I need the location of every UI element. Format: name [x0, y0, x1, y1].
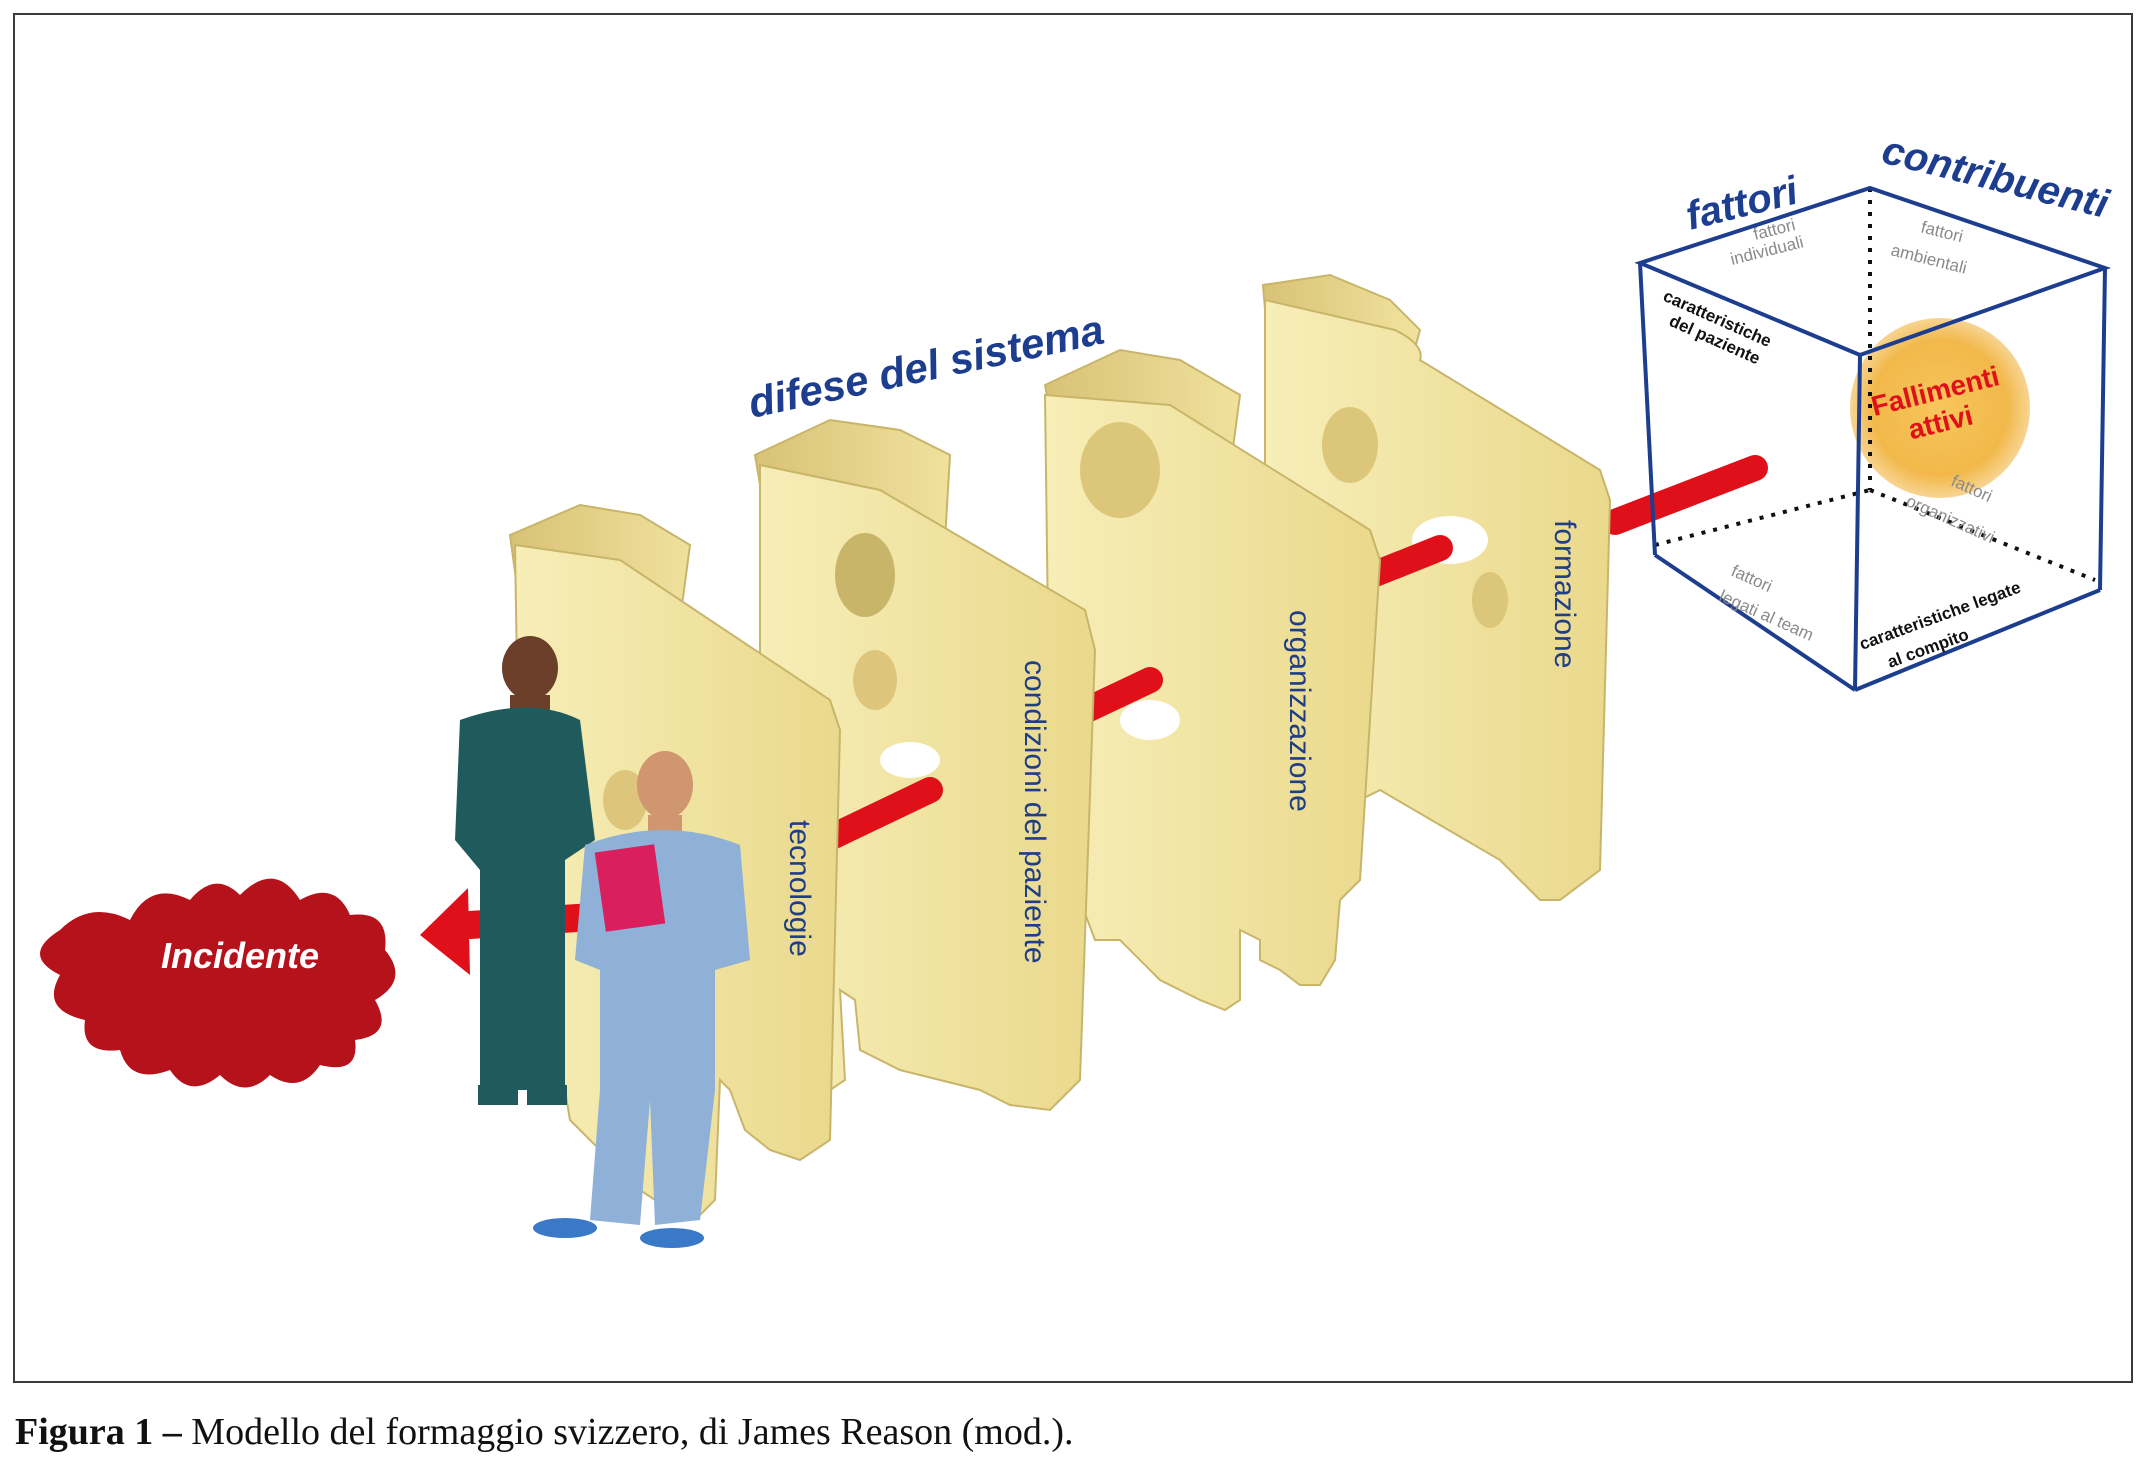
figure-caption-label: Figura 1 –: [15, 1411, 182, 1453]
incident-splat: [40, 878, 396, 1088]
nurse-figure: [455, 636, 595, 1105]
failure-trajectory-arrow: [1602, 455, 1768, 535]
incident-label: Incidente: [161, 935, 319, 976]
doctor-figure: [533, 751, 750, 1248]
figure-caption: Figura 1 – Modello del formaggio svizzer…: [15, 1410, 1074, 1454]
cheese-label-formazione: formazione: [1548, 520, 1581, 668]
cube-title-contribuenti: contribuenti: [1878, 128, 2114, 227]
figure-caption-text: Modello del formaggio svizzero, di James…: [181, 1411, 1074, 1453]
cheese-slice-organizzazione: [1043, 348, 1382, 1012]
contributing-factors-cube: [1634, 185, 2112, 692]
cheese-label-tecnologie: tecnologie: [783, 820, 816, 957]
cheese-label-organizzazione: organizzazione: [1283, 610, 1316, 812]
active-failures-circle: [1850, 318, 2030, 498]
cube-factor-ambientali-1: fattori: [1919, 217, 1965, 246]
cube-factor-ambientali-2: ambientali: [1889, 240, 1969, 277]
cheese-label-condizioni-del-paziente: condizioni del paziente: [1018, 660, 1051, 964]
